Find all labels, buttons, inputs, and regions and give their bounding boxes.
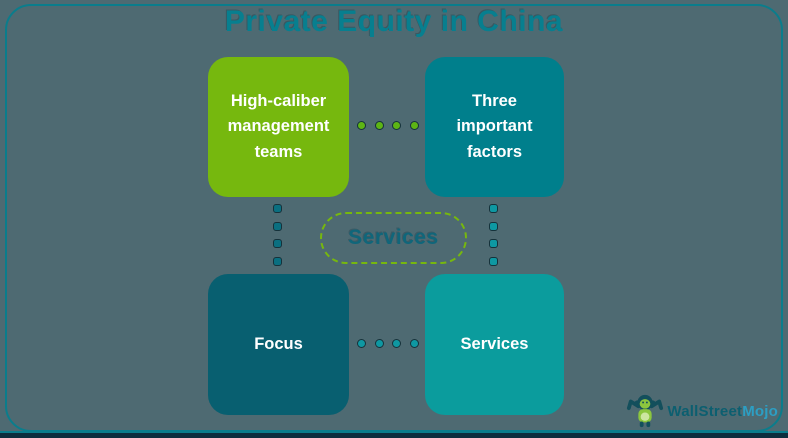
services-center-pill: Services [320, 212, 467, 264]
dot [272, 239, 282, 249]
dot [488, 221, 498, 231]
dots-connector-top-horizontal [357, 121, 419, 130]
box-services: Services [425, 274, 564, 415]
brand-mojo: Mojo [742, 402, 778, 420]
page-title: Private Equity in China [224, 5, 564, 38]
dots-connector-right-vertical [488, 204, 498, 266]
box-label: Three important factors [456, 91, 533, 161]
dot [272, 256, 282, 266]
box-label: High-caliber management teams [227, 91, 330, 161]
dot [409, 339, 419, 348]
monkey-mascot-icon [627, 394, 664, 428]
pill-label: Services [348, 226, 439, 249]
dots-connector-bottom-horizontal [357, 339, 419, 348]
wallstreetmojo-logo: WallStreetMojo [626, 391, 778, 431]
brand-wallstreet: WallStreet [667, 402, 743, 420]
dot [488, 204, 498, 213]
box-label: Services [460, 334, 529, 353]
dot [392, 339, 402, 348]
box-label: Focus [254, 334, 303, 353]
brand-text: WallStreetMojo [667, 403, 778, 420]
dots-connector-left-vertical [272, 204, 282, 266]
dot [392, 121, 402, 130]
dot [374, 121, 384, 130]
box-three-important-factors: Three important factors [425, 57, 564, 197]
box-high-caliber-management-teams: High-caliber management teams [208, 57, 349, 197]
dot [488, 239, 498, 249]
dot [488, 256, 498, 266]
dot [357, 339, 366, 348]
dot [357, 121, 366, 130]
box-focus: Focus [208, 274, 349, 415]
dot [374, 339, 384, 348]
bottom-bar [0, 431, 788, 438]
dot [272, 221, 282, 231]
dot [409, 121, 419, 130]
dot [272, 204, 282, 213]
